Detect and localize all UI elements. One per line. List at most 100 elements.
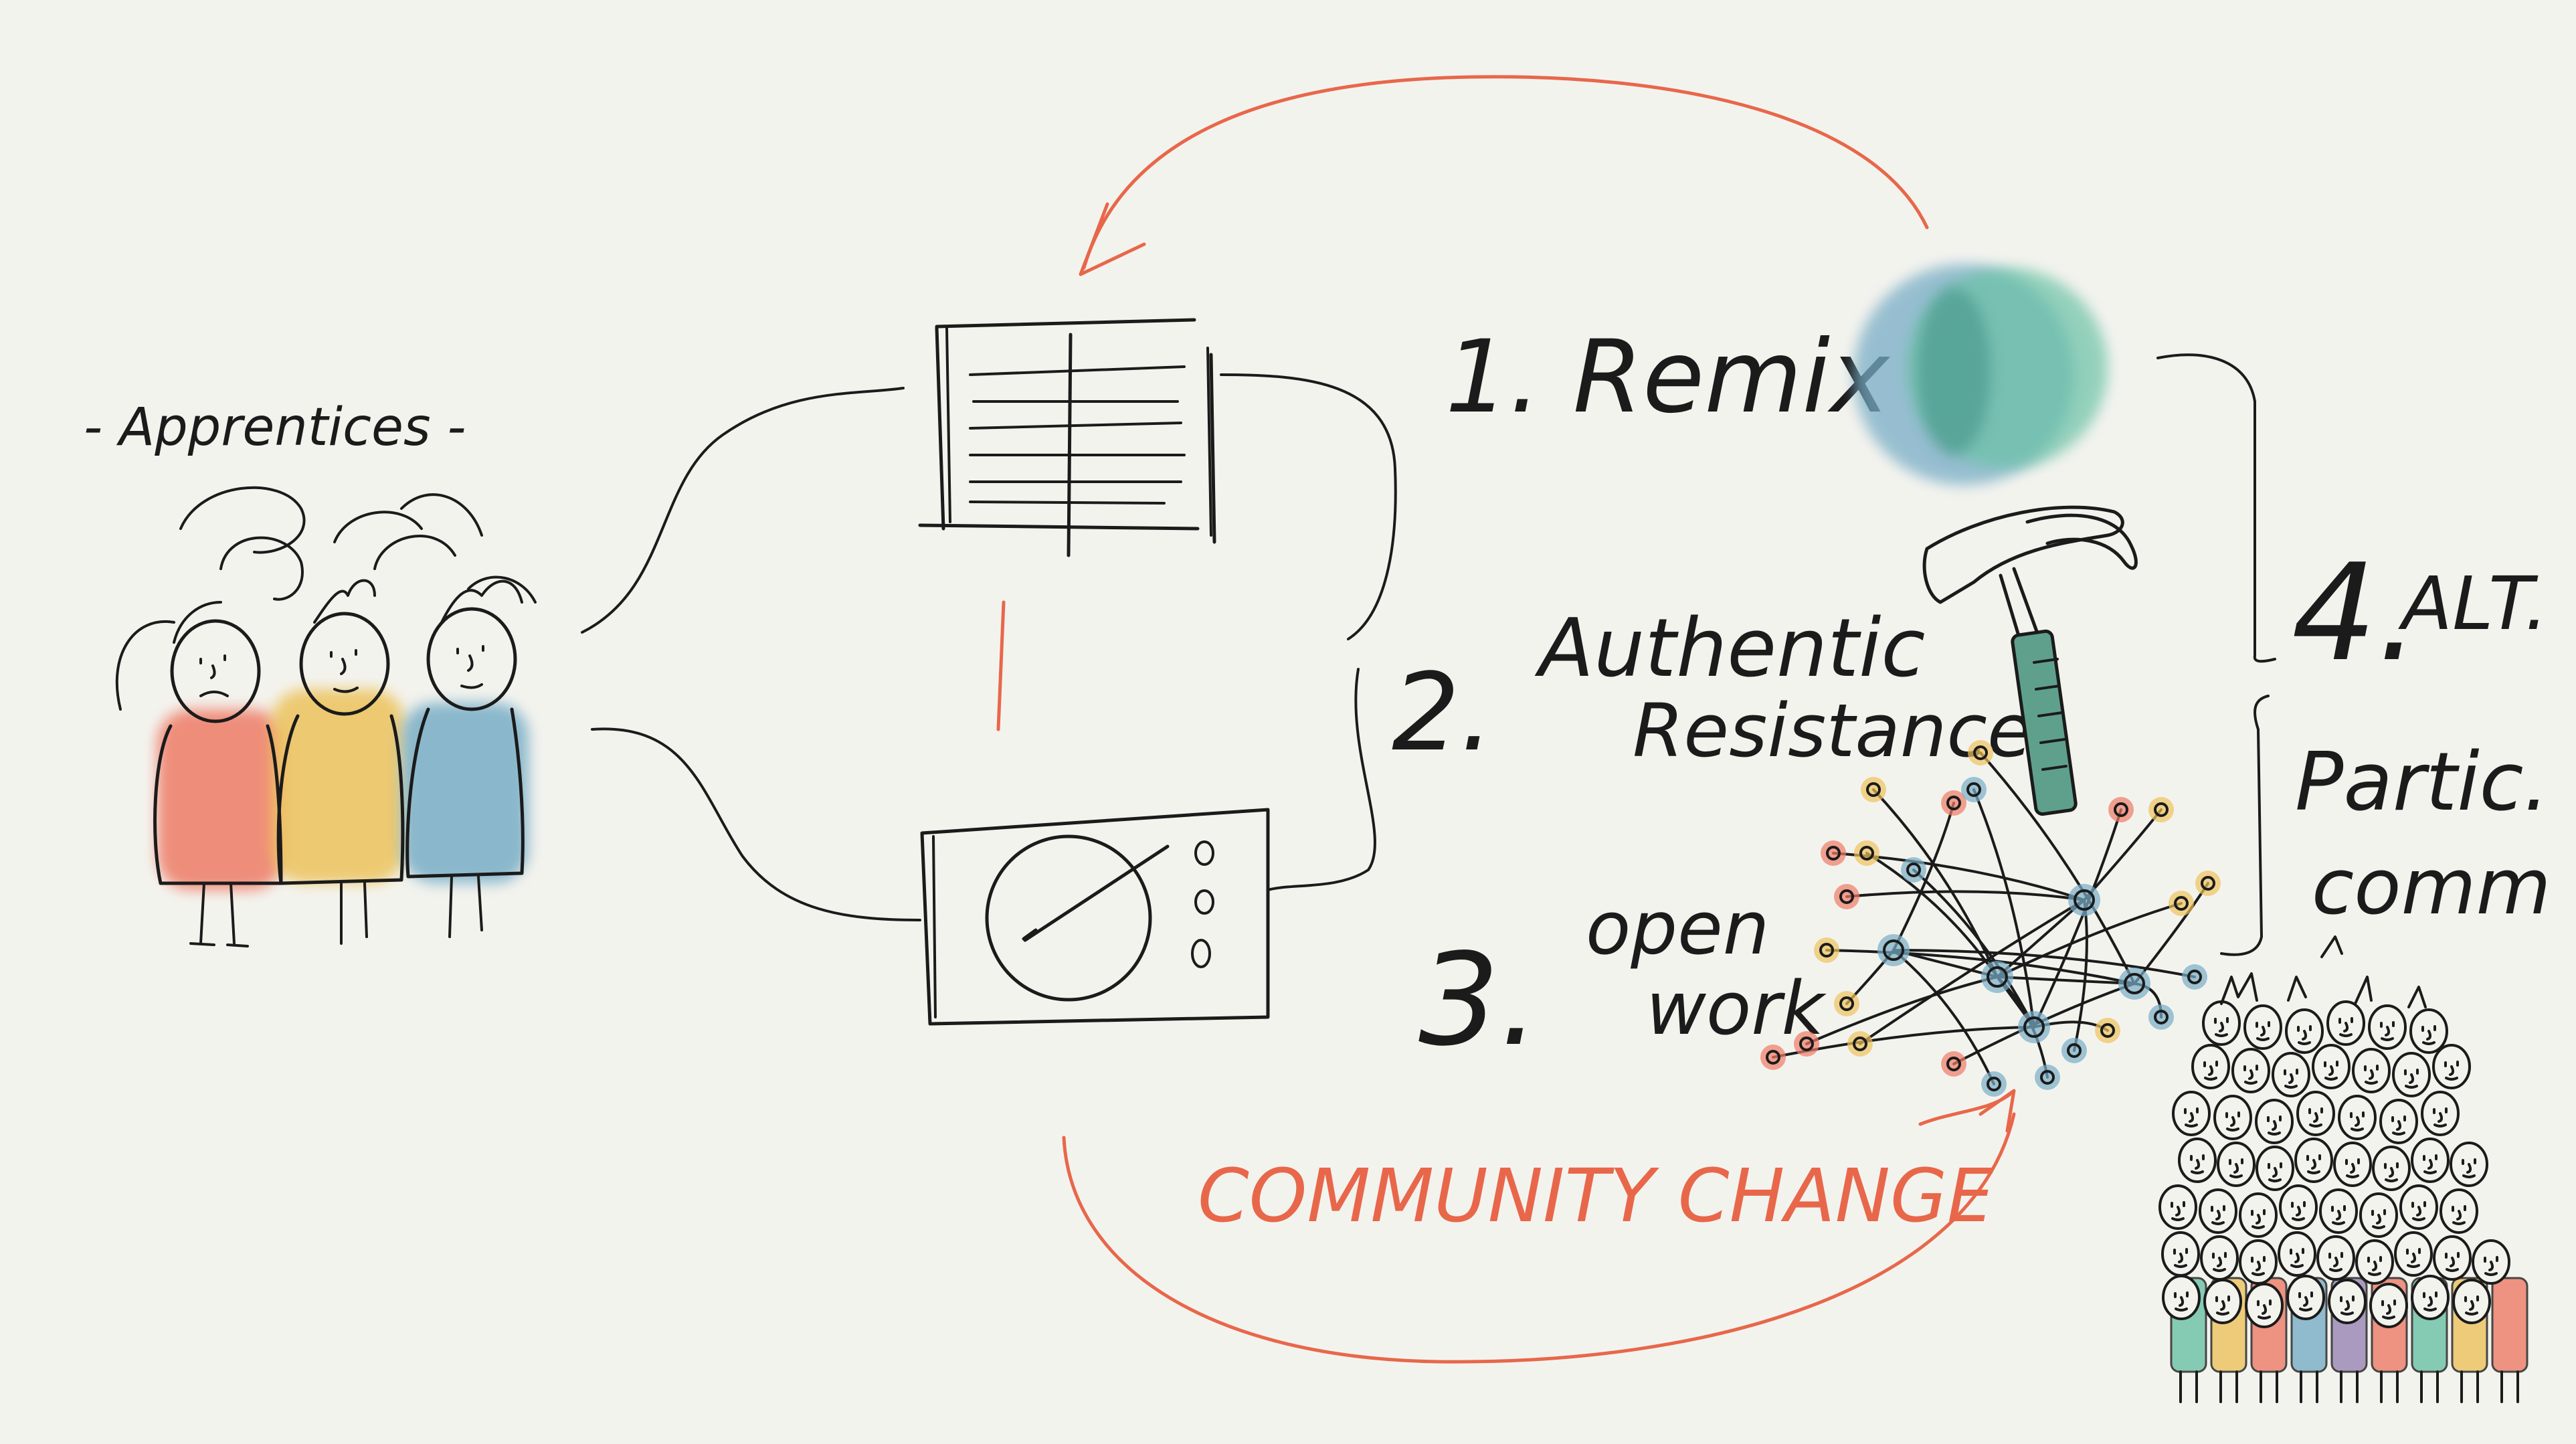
network-node [2040,1070,2055,1085]
bracket-partic [2220,695,2270,956]
crowd-person-face [2290,1248,2304,1268]
network-node-wash [1901,857,1926,883]
network-node-wash [1961,777,1987,802]
crowd-person-face [2214,1017,2229,1037]
red-loop-arrow-bottom [1062,1112,2016,1364]
network-node [1973,745,1988,760]
crowd-person-face [2423,1154,2437,1174]
network-node-wash [2095,1018,2120,1043]
crowd-person-face [2384,1162,2399,1182]
network-node [1866,782,1881,797]
partic-label: Partic. [2295,736,2549,829]
network-hub [2023,1016,2045,1038]
crowd-person-face [2297,1025,2312,1045]
venn-circles-icon [1853,264,2108,485]
network-edge [1865,852,1999,978]
crowd-person-face [2190,1154,2205,1174]
crowd-person-face [2411,1201,2426,1221]
crowd-person-legs [2219,1370,2238,1403]
network-node-wash [1861,777,1886,802]
crowd-person-face [2174,1291,2189,1312]
network-node-wash [2182,964,2207,990]
network-node [1826,846,1841,861]
crowd-person-face [2284,1069,2298,1089]
crowd-person-face [2324,1061,2338,1081]
network-node [1946,1057,1961,1071]
comm-label: comm [2312,842,2551,932]
network-node-wash [2148,1004,2174,1030]
crowd-person-face [2367,1256,2382,1276]
item-4-number: 4. [2292,535,2419,691]
crowd-person-face [2173,1248,2188,1268]
crowd-person-face [2462,1158,2476,1178]
apprentices-label: - Apprentices - [84,397,466,458]
crowd-person-face [2203,1061,2218,1081]
network-node-wash [2108,797,2134,822]
network-node [1859,846,1874,861]
bracket-item-4 [2156,353,2276,663]
crowd-person-body [2491,1277,2528,1373]
network-node-wash [1968,740,1993,765]
crowd-person-legs [2340,1370,2359,1403]
network-edge [1979,751,2136,985]
crowd-person-legs [2300,1370,2318,1403]
crowd-person-face [2331,1205,2346,1225]
network-node-wash [1847,1031,1873,1057]
apprentices-illustration [115,486,537,947]
network-edge [1892,802,1955,952]
crowd-person-face [2291,1201,2306,1221]
network-hub-wash [2068,884,2100,916]
community-change-label: COMMUNITY CHANGE [1198,1153,1994,1239]
crowd-person-face [2350,1111,2365,1132]
crowd-illustration [2158,935,2528,1403]
crowd-person-face [2345,1158,2360,1178]
item-2-number: 2. [1392,650,1494,775]
network-node-wash [1760,1045,1786,1070]
network-node [2201,876,2215,891]
network-edge [1952,982,2136,1065]
network-node-wash [1834,991,1859,1016]
crowd-person-face [2328,1252,2343,1272]
connector-apprentices-player [591,727,921,921]
crowd-person-face [2371,1209,2386,1229]
network-hub [1987,966,2008,988]
network-node [1839,889,1854,904]
network-hub-wash [2118,968,2150,1000]
crowd-person-face [2184,1107,2199,1127]
crowd-person-face [2298,1291,2313,1312]
network-node [1766,1050,1780,1065]
network-node-wash [1834,884,1859,909]
network-node [1799,1036,1814,1051]
item-2-line1: Authentic [1534,602,1926,695]
crowd-person-legs [2260,1370,2278,1403]
crowd-person-face [2308,1107,2323,1127]
crowd-person-face [2452,1205,2466,1225]
network-node-wash [1981,1071,2007,1097]
network-edge [1892,949,2196,978]
connector-apprentices-book [581,387,905,634]
crowd-person-face [2406,1248,2421,1268]
network-node [2154,1010,2169,1024]
network-node-wash [2035,1065,2060,1090]
crowd-person-face [2340,1295,2355,1316]
network-node-wash [2169,891,2194,916]
network-node-wash [2061,1038,2087,1063]
network-edge [1859,899,2086,1045]
crowd-person-face [2229,1158,2243,1178]
red-arrowhead-top [1079,202,1146,276]
network-node [2100,1023,2115,1038]
crowd-person-face [2433,1107,2448,1127]
network-hub-wash [1877,934,1910,966]
crowd-person-face [2215,1295,2230,1316]
item-1-remix: 1. Remix [1445,319,1891,436]
item-3-line1: open [1586,885,1770,971]
network-edge [2083,808,2163,901]
crowd-person-face [2268,1162,2282,1182]
crowd-person-face [2257,1299,2272,1320]
network-edge [1892,949,1995,1085]
crowd-person-face [2445,1252,2460,1272]
network-edge [1805,976,1999,1045]
crowd-person-face [2484,1256,2498,1276]
network-node [1853,1036,1867,1051]
item-4-word: ALT. [2398,561,2548,646]
